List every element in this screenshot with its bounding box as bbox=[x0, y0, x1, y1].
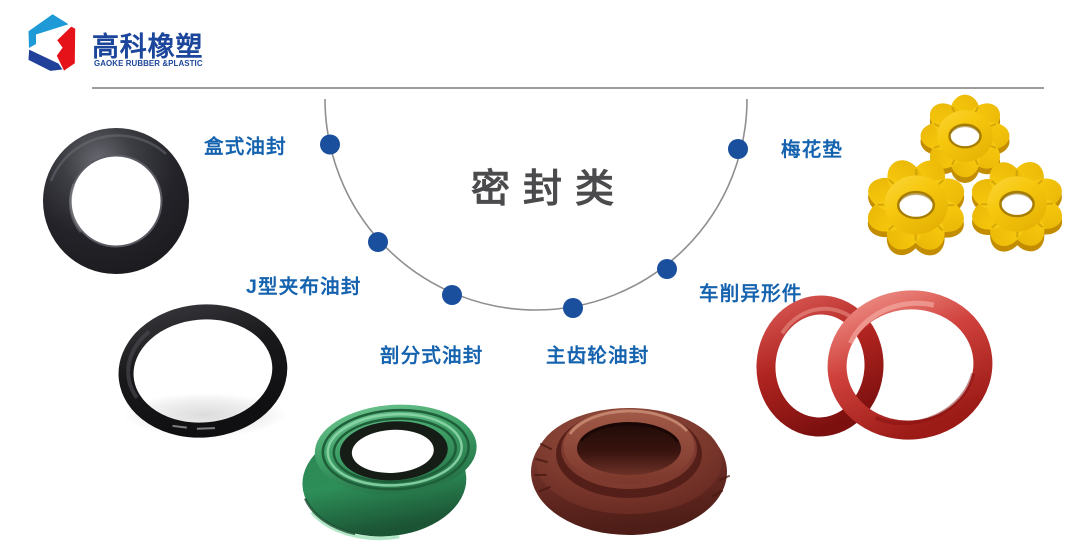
semicircle-arc bbox=[324, 98, 748, 311]
product-main-gear-oil-seal[interactable] bbox=[528, 402, 732, 538]
logo-red-facet bbox=[56, 26, 76, 71]
label-split-oil-seal[interactable]: 剖分式油封 bbox=[380, 345, 484, 367]
coupling-left bbox=[867, 160, 965, 256]
label-cassette-oil-seal[interactable]: 盒式油封 bbox=[204, 136, 287, 158]
node-dot-plum bbox=[728, 139, 748, 159]
label-turned-special-parts[interactable]: 车削异形件 bbox=[699, 283, 803, 305]
product-split-oil-seal[interactable] bbox=[300, 402, 482, 554]
header-divider bbox=[92, 87, 1044, 89]
node-dot-j-type bbox=[368, 232, 388, 252]
label-j-type-fabric-oil-seal[interactable]: J型夹布油封 bbox=[246, 276, 362, 298]
product-j-type-oil-seal[interactable] bbox=[108, 297, 298, 447]
label-main-gear-oil-seal[interactable]: 主齿轮油封 bbox=[546, 345, 650, 367]
logo-darkblue-facet bbox=[28, 49, 63, 71]
page-title: 密封类 bbox=[471, 168, 628, 211]
product-turned-special-parts[interactable] bbox=[750, 286, 998, 442]
node-dot-split bbox=[442, 285, 462, 305]
red-ring-front bbox=[827, 290, 993, 440]
brand-name-en: GAOKE RUBBER &PLASTIC bbox=[94, 59, 203, 68]
coupling-top bbox=[920, 94, 1010, 183]
product-plum-couplings[interactable] bbox=[858, 86, 1074, 258]
node-dot-cassette bbox=[320, 134, 340, 155]
logo-lightblue-facet bbox=[28, 14, 69, 49]
label-plum-blossom-pad[interactable]: 梅花垫 bbox=[781, 139, 844, 161]
coupling-right bbox=[971, 162, 1063, 252]
red-ring-back bbox=[756, 295, 884, 437]
node-dot-turned bbox=[657, 259, 677, 279]
node-dot-main-gear bbox=[563, 298, 583, 318]
product-cassette-oil-seal[interactable] bbox=[41, 126, 191, 278]
brand-logo bbox=[28, 14, 76, 71]
brand-name-zh: 高科橡塑 bbox=[92, 32, 204, 62]
